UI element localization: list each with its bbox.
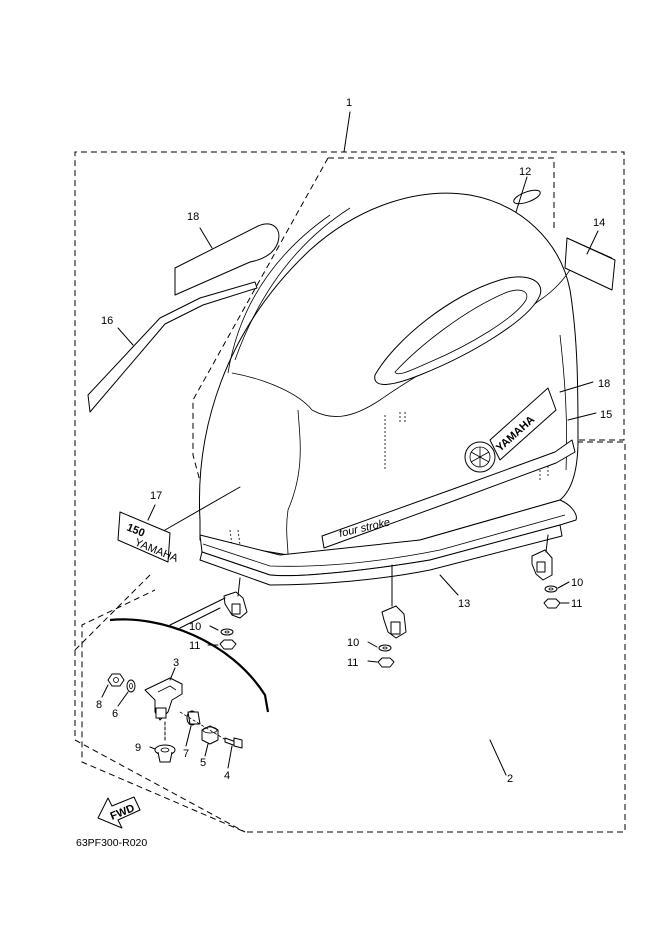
callout-1: 1 xyxy=(346,97,352,109)
latch-left xyxy=(223,577,248,619)
leader-3 xyxy=(169,667,176,681)
callout-14: 14 xyxy=(593,217,605,229)
leader-11b xyxy=(367,660,378,663)
callout-17: 17 xyxy=(150,490,162,502)
callout-8: 8 xyxy=(96,699,102,711)
callout-13: 13 xyxy=(458,598,470,610)
decal-14-label xyxy=(564,237,616,291)
assembly-boundary-inner xyxy=(328,157,555,232)
decal-12-oval xyxy=(513,189,541,205)
fwd-arrow-icon: FWD xyxy=(97,796,141,829)
assembly-boundary-bottom-cowling xyxy=(81,441,626,833)
callout-7: 7 xyxy=(183,748,189,760)
decal-16-side-stripe xyxy=(87,281,258,413)
leader-13 xyxy=(439,574,459,596)
washer-6 xyxy=(126,679,136,693)
callout-10a: 10 xyxy=(189,621,201,633)
callout-9: 9 xyxy=(135,742,141,754)
washer-10-right xyxy=(544,585,558,593)
leader-17b xyxy=(164,486,241,531)
boundary-link-bottom xyxy=(489,739,507,776)
leader-4 xyxy=(227,745,233,769)
leader-9 xyxy=(149,746,156,750)
leader-5 xyxy=(204,743,209,757)
callout-6: 6 xyxy=(112,708,118,720)
leader-6 xyxy=(117,691,129,707)
bolt-4 xyxy=(179,711,243,749)
leader-10b xyxy=(367,641,378,648)
callout-11b: 11 xyxy=(347,657,358,669)
callout-18a: 18 xyxy=(187,211,199,223)
washer-10-left xyxy=(220,628,234,636)
callout-4: 4 xyxy=(224,770,230,782)
nut-11-left xyxy=(219,639,237,650)
collar-5 xyxy=(201,725,219,745)
callout-18b: 18 xyxy=(598,378,610,390)
callout-16: 16 xyxy=(101,315,113,327)
decal-18-upper xyxy=(174,223,280,296)
leader-17 xyxy=(147,504,156,521)
assembly-boundary-lower xyxy=(74,650,246,833)
leader-8 xyxy=(101,684,109,698)
leader-14 xyxy=(586,230,599,255)
callout-11c: 11 xyxy=(571,598,582,610)
callout-3: 3 xyxy=(173,657,179,669)
nut-11-center xyxy=(377,657,395,668)
nut-11-right xyxy=(543,598,561,609)
decal-17-badge: 150 YAMAHA xyxy=(117,511,180,565)
leader-7 xyxy=(185,725,192,747)
latch-bracket-3 xyxy=(144,677,183,721)
callout-15: 15 xyxy=(600,409,612,421)
callout-5: 5 xyxy=(200,757,206,769)
detail-bracket xyxy=(109,618,270,713)
washer-10-center xyxy=(378,644,392,652)
assembly-boundary-left-inner xyxy=(192,157,329,501)
callout-10c: 10 xyxy=(571,577,583,589)
callout-10b: 10 xyxy=(347,637,359,649)
callout-12: 12 xyxy=(519,166,531,178)
leader-18b xyxy=(559,381,594,393)
latch-center xyxy=(381,564,407,639)
detail-leader-b xyxy=(179,607,221,629)
boundary-link-top xyxy=(343,111,351,153)
leader-12 xyxy=(515,176,528,213)
latch-right xyxy=(531,534,553,581)
leader-10c xyxy=(557,581,570,589)
callout-11a: 11 xyxy=(189,640,200,652)
leader-10a xyxy=(209,625,219,631)
figure-code: 63PF300-R020 xyxy=(76,837,147,849)
cowling-lower-band xyxy=(199,499,577,586)
collar-7 xyxy=(186,710,201,726)
leader-15 xyxy=(567,412,597,421)
nut-8 xyxy=(107,673,125,687)
callout-2: 2 xyxy=(507,773,513,785)
detail-leader-a xyxy=(169,597,226,626)
grommet-9 xyxy=(154,744,176,763)
leader-18a xyxy=(199,227,213,249)
leader-16 xyxy=(117,327,134,346)
